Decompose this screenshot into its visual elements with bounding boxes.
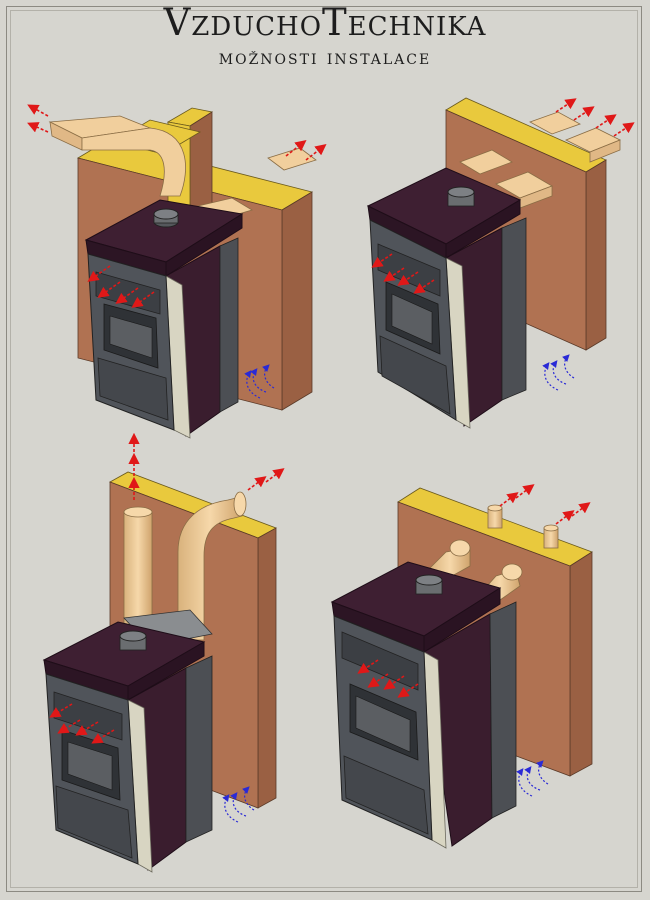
hot-air-arrows [357,484,591,698]
installation-variant-4 [330,484,593,849]
installation-variant-1 [27,104,327,439]
hot-air-arrows [371,98,635,294]
cold-air-arrows [542,354,575,391]
air-ducts [459,111,621,209]
cold-air-arrows [516,760,549,797]
installation-variant-2 [366,97,635,429]
cold-air-arrows [222,786,255,823]
hot-air-arrows [49,432,285,744]
cold-air-arrows [244,364,275,399]
stove [366,167,527,429]
page-subtitle: možnosti instalace [218,45,432,69]
stove [84,199,244,439]
hot-air-arrows [27,104,327,308]
air-pipes [123,491,247,647]
stove [42,621,213,873]
air-ducts [48,115,317,221]
installation-variant-3 [42,432,285,873]
stove [330,561,517,849]
page-title: VzduchoTechnika [163,1,487,44]
